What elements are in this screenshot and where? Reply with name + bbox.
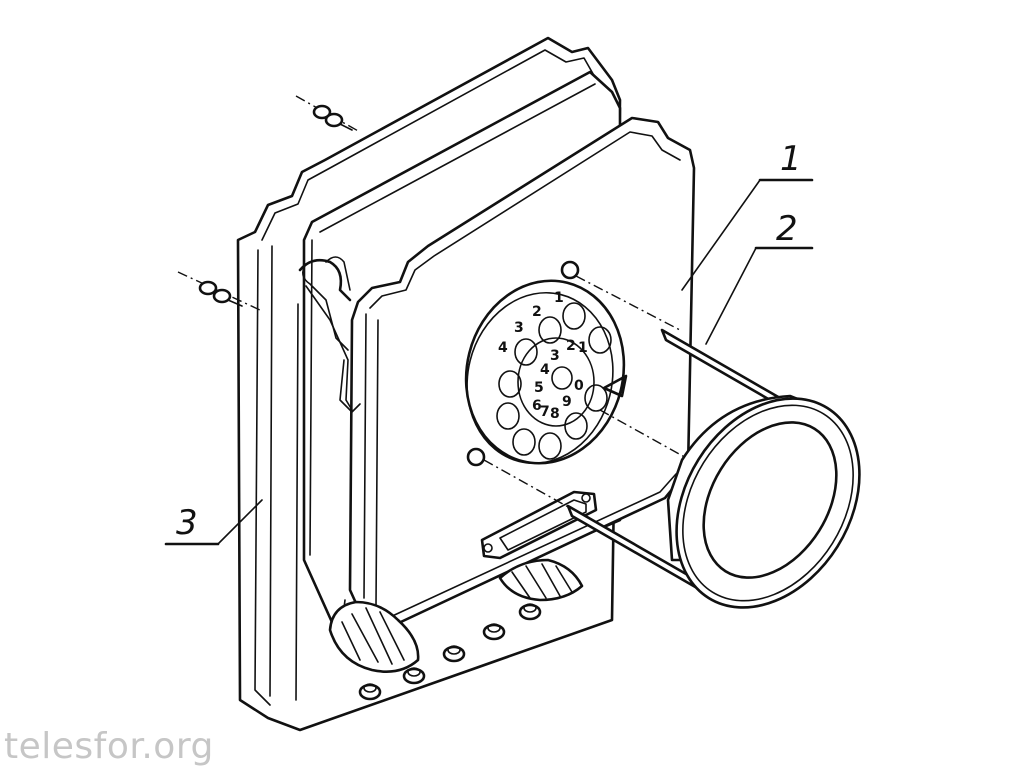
mounting-screw-lower bbox=[177, 271, 261, 311]
terminal-screw bbox=[358, 683, 382, 701]
dial-digit: 6 bbox=[532, 398, 542, 414]
terminal-screw bbox=[482, 623, 506, 641]
rotary-dial: 1 2 3 4 5 6 7 8 9 0 1 2 3 4 bbox=[464, 279, 628, 465]
bottom-rosettes bbox=[328, 558, 584, 673]
callout-label: 2 bbox=[776, 209, 798, 249]
dial-plate-digit: 1 bbox=[554, 290, 564, 306]
dial-digit: 5 bbox=[534, 380, 544, 396]
cover-holes bbox=[466, 260, 580, 467]
dial-plate-digit: 2 bbox=[532, 304, 542, 320]
terminal-screw bbox=[518, 603, 542, 621]
dial-digit: 7 bbox=[540, 404, 550, 420]
nameplate bbox=[480, 490, 598, 560]
callout-2: 2 bbox=[705, 209, 814, 345]
dial-digit: 1 bbox=[578, 340, 588, 356]
bell-ring bbox=[666, 394, 861, 609]
callout-label: 3 bbox=[176, 503, 198, 543]
dial-digit: 9 bbox=[562, 394, 572, 410]
finger-holes bbox=[496, 302, 612, 460]
terminal-screws bbox=[358, 603, 542, 701]
dial-plate-digit: 3 bbox=[514, 320, 524, 336]
mounting-screw-upper bbox=[295, 95, 361, 133]
callout-1: 1 bbox=[681, 139, 814, 291]
dial-digit: 4 bbox=[540, 362, 550, 378]
dial-plate-digit: 4 bbox=[498, 340, 508, 356]
dial-digit: 0 bbox=[574, 378, 584, 394]
terminal-screw bbox=[402, 667, 426, 685]
callout-label: 1 bbox=[780, 139, 802, 179]
dial-digit: 8 bbox=[550, 406, 560, 422]
terminal-screw bbox=[442, 645, 466, 663]
callout-3: 3 bbox=[164, 499, 263, 546]
hook-bracket bbox=[302, 256, 361, 413]
dial-digit: 3 bbox=[550, 348, 560, 364]
watermark: telesfor.org bbox=[4, 726, 214, 767]
dial-digit: 2 bbox=[566, 338, 576, 354]
